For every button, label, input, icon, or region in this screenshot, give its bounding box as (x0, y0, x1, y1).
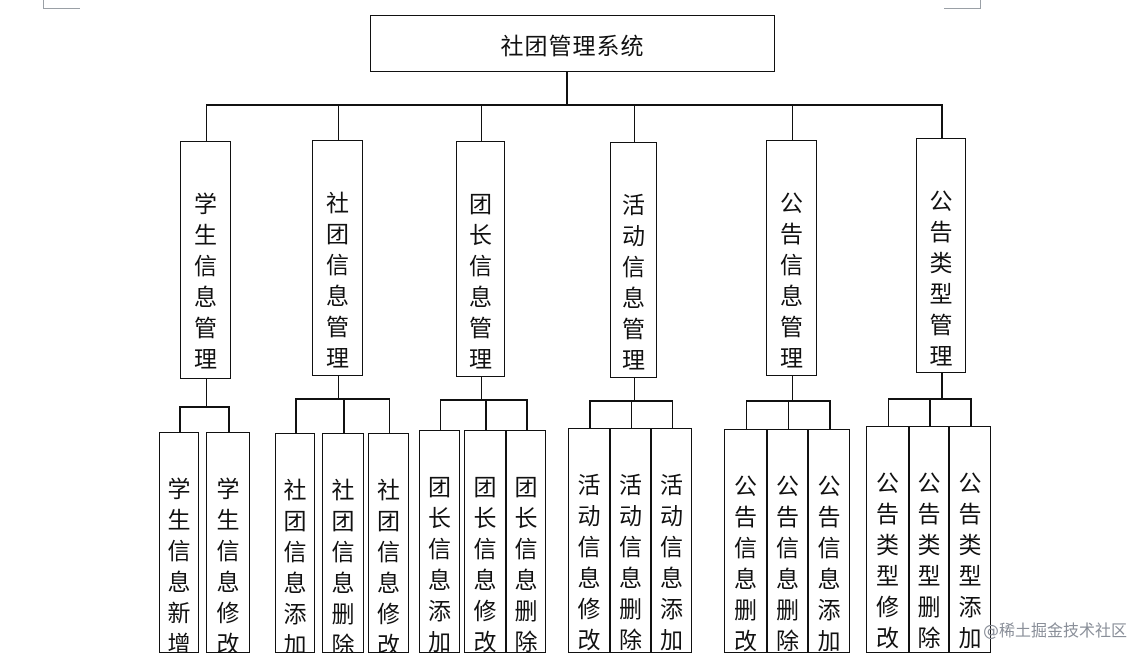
child-node: 公告类型修改 (866, 426, 909, 653)
module-node-label: 活动信息管理 (622, 193, 645, 374)
child-node-label: 公告信息删改 (734, 474, 757, 653)
child-node: 活动信息修改 (568, 428, 610, 653)
child-connector-line (745, 400, 747, 429)
child-connector-line (630, 400, 632, 428)
child-node: 公告类型添加 (949, 426, 991, 653)
child-node-label: 公告类型添加 (958, 471, 982, 652)
root-node: 社团管理系统 (370, 15, 775, 72)
module-stem-line (791, 376, 793, 400)
child-connector-line (589, 400, 591, 428)
child-connector-line (929, 398, 931, 426)
child-node-label: 活动信息添加 (660, 473, 683, 653)
module-node-label: 公告信息管理 (780, 191, 803, 372)
child-node-label: 公告类型删除 (917, 471, 941, 652)
child-node-label: 社团信息删除 (331, 478, 355, 653)
child-node-label: 学生信息新增 (167, 477, 191, 653)
child-node-label: 公告信息删除 (776, 474, 799, 653)
child-node: 社团信息删除 (322, 433, 364, 653)
child-connector-line (787, 400, 789, 429)
child-connector-line (343, 398, 345, 433)
module-stem-line (941, 373, 943, 398)
root-stem-line (566, 72, 568, 104)
page-corner-mark-right (944, 0, 981, 9)
module-stem-line (480, 377, 482, 399)
child-connector-line (228, 406, 230, 432)
module-stem-line (205, 379, 207, 406)
child-node: 公告信息删除 (767, 429, 808, 653)
module-node-label: 社团信息管理 (326, 191, 349, 372)
sub-bus-line (179, 406, 230, 408)
child-node-label: 社团信息修改 (377, 478, 400, 653)
module-connector-line (337, 104, 339, 140)
child-connector-line (970, 398, 972, 426)
child-node-label: 公告信息添加 (817, 474, 841, 653)
module-node-label: 团长信息管理 (469, 192, 492, 373)
sub-bus-line (295, 398, 390, 400)
child-node: 团长信息修改 (464, 430, 506, 653)
child-node: 公告信息添加 (808, 429, 850, 653)
module-node-label: 公告类型管理 (929, 189, 953, 370)
module-node: 活动信息管理 (610, 142, 657, 378)
root-node-label: 社团管理系统 (500, 33, 645, 60)
child-node-label: 团长信息修改 (473, 475, 497, 653)
child-node-label: 学生信息修改 (216, 477, 240, 653)
module-node: 公告类型管理 (916, 138, 966, 373)
module-node-label: 学生信息管理 (194, 192, 217, 373)
child-node: 社团信息添加 (275, 433, 315, 653)
child-connector-line (388, 398, 390, 433)
child-node: 社团信息修改 (368, 433, 409, 653)
module-node: 公告信息管理 (766, 140, 817, 376)
module-stem-line (633, 378, 635, 400)
child-node: 团长信息删除 (506, 430, 546, 653)
module-connector-line (633, 104, 635, 142)
child-node-label: 活动信息修改 (577, 473, 601, 653)
child-connector-line (887, 398, 889, 426)
child-node-label: 社团信息添加 (283, 478, 307, 653)
child-node-label: 团长信息删除 (514, 475, 538, 653)
child-connector-line (295, 398, 297, 433)
page-corner-mark-left (43, 0, 80, 9)
module-node: 学生信息管理 (180, 141, 231, 379)
sub-bus-line (439, 399, 528, 401)
child-node: 公告信息删改 (724, 429, 767, 653)
main-bus-line (205, 104, 943, 106)
child-connector-line (829, 400, 831, 429)
child-node: 活动信息删除 (610, 428, 651, 653)
child-connector-line (526, 399, 528, 430)
child-node-label: 公告类型修改 (876, 471, 899, 652)
child-connector-line (671, 400, 673, 428)
module-connector-line (791, 104, 793, 140)
module-connector-line (941, 104, 943, 138)
module-node: 团长信息管理 (456, 141, 505, 377)
child-node-label: 团长信息添加 (428, 475, 451, 653)
module-stem-line (337, 376, 339, 398)
watermark: @稀土掘金技术社区 (982, 621, 1127, 640)
child-connector-line (485, 399, 487, 430)
module-node: 社团信息管理 (312, 140, 363, 376)
child-connector-line (439, 399, 441, 430)
module-connector-line (480, 104, 482, 141)
child-node: 活动信息添加 (651, 428, 692, 653)
child-node: 团长信息添加 (419, 430, 460, 653)
child-node: 学生信息新增 (159, 432, 199, 653)
child-node: 公告类型删除 (909, 426, 949, 653)
module-connector-line (205, 104, 207, 141)
child-node: 学生信息修改 (206, 432, 250, 653)
child-node-label: 活动信息删除 (619, 473, 642, 653)
child-connector-line (179, 406, 181, 432)
